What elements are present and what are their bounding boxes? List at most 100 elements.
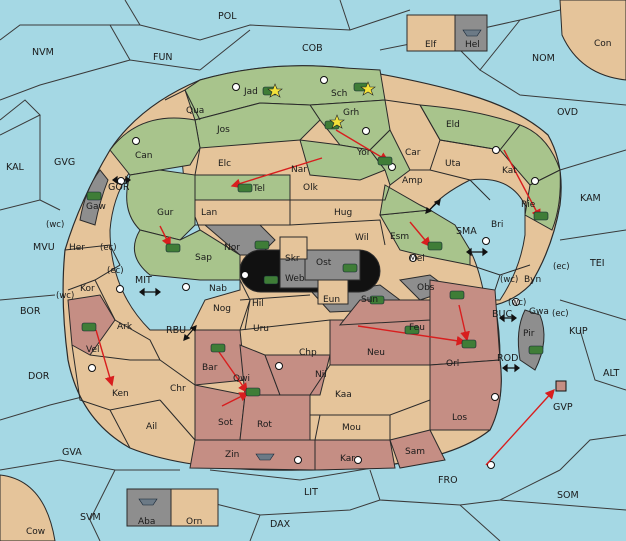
territory-sam[interactable]: [389, 429, 446, 469]
label-eld: Eld: [446, 120, 460, 130]
coast-connectors: [112, 175, 520, 373]
label-can: Can: [135, 151, 153, 161]
label-ovd: OVD: [557, 107, 578, 118]
label-orl: Orl: [446, 359, 459, 369]
label-hel: Hel: [465, 40, 480, 50]
label-ken: Ken: [112, 389, 129, 399]
label-nom: NOM: [532, 53, 555, 64]
label-nil: Nil: [315, 370, 327, 380]
label-uta: Uta: [445, 159, 461, 169]
label-car: Car: [405, 148, 421, 158]
move-arrows: [95, 129, 555, 466]
label-yor: Yor: [356, 148, 371, 158]
label-olk: Olk: [303, 183, 319, 193]
label-amp: Amp: [402, 176, 423, 186]
territory-rot[interactable]: [239, 394, 311, 441]
label-nab: Nab: [209, 284, 227, 294]
label-eun: Eun: [323, 295, 340, 305]
label-ark: Ark: [117, 322, 133, 332]
label-orn: Orn: [186, 517, 202, 527]
label-bor: BOR: [20, 306, 41, 317]
territory-skr[interactable]: [279, 236, 308, 260]
territory-orn[interactable]: [170, 488, 219, 527]
territory-los[interactable]: [429, 359, 502, 431]
territory-orl[interactable]: [429, 279, 501, 366]
label-gwa: Gwa: [529, 307, 549, 317]
label-gaw: Gaw: [86, 202, 106, 212]
ship-markers: [138, 29, 482, 506]
label-hug: Hug: [334, 208, 352, 218]
gvp-marker: [555, 380, 567, 392]
label-kat: Kat: [502, 166, 517, 176]
label-mvu: MVU: [33, 242, 55, 253]
label-nor: Nor: [224, 243, 240, 253]
label-sam: Sam: [405, 447, 425, 457]
label-gvg: GVG: [54, 157, 75, 168]
label-fro: FRO: [438, 475, 458, 486]
label-pol: POL: [218, 11, 237, 22]
land-boundaries: [64, 89, 531, 449]
label-cob: COB: [302, 43, 323, 54]
territory-eun[interactable]: [317, 279, 349, 305]
label-kar: Kar: [340, 454, 355, 464]
territory-sap[interactable]: [133, 229, 241, 281]
label-chr: Chr: [170, 384, 186, 394]
label-pir: Pir: [523, 329, 535, 339]
label-lit: LIT: [304, 487, 318, 498]
label-tei: TEI: [589, 258, 605, 269]
sea-labels: POL NVM FUN COB NOM OVD KAL GVG KAM TEI …: [6, 11, 619, 530]
unit-markers: [81, 82, 549, 397]
label-kup: KUP: [569, 326, 588, 337]
territory-zin[interactable]: [189, 439, 316, 471]
label-obs: Obs: [417, 283, 435, 293]
territory-elf[interactable]: [406, 14, 456, 52]
label-qwi: Qwi: [233, 374, 250, 384]
label-dax: DAX: [270, 519, 291, 530]
territory-pir[interactable]: [517, 309, 545, 371]
label-byn: Byn: [524, 275, 541, 285]
label-kaa: Kaa: [335, 390, 352, 400]
label-gur: Gur: [157, 208, 174, 218]
label-esm: Esm: [390, 232, 409, 242]
label-elc: Elc: [218, 159, 231, 169]
label-rod: ROD: [497, 353, 518, 364]
label-gvp: GVP: [553, 402, 573, 413]
label-zin: Zin: [225, 450, 239, 460]
label-bar: Bar: [202, 363, 218, 373]
label-her-ec: (ec): [100, 243, 117, 253]
label-jos: Jos: [216, 125, 230, 135]
label-kor-ec: (ec): [107, 266, 124, 276]
label-nvm: NVM: [32, 47, 54, 58]
label-svm: SVM: [80, 512, 101, 523]
label-feu: Feu: [409, 323, 425, 333]
territory-can[interactable]: [109, 117, 201, 176]
label-nar: Nar: [291, 165, 307, 175]
territory-sot[interactable]: [194, 384, 246, 441]
label-her-wc: (wc): [46, 220, 64, 230]
label-buc: BUC: [492, 309, 512, 320]
label-rot: Rot: [257, 420, 272, 430]
label-ost: Ost: [316, 258, 332, 268]
star-markers: [267, 81, 376, 129]
label-gva: GVA: [62, 447, 82, 458]
label-nog: Nog: [213, 304, 231, 314]
territory-kar[interactable]: [314, 439, 396, 471]
label-hil: Hil: [252, 299, 264, 309]
territory-labels: Con Elf Hel Jad Sch Qua Jos Grh Eld Can …: [26, 39, 612, 537]
label-kam: KAM: [580, 193, 601, 204]
label-uru: Uru: [253, 324, 269, 334]
label-kal: KAL: [6, 162, 25, 173]
label-mel: Mel: [409, 254, 425, 264]
label-gwa-ec: (ec): [552, 309, 569, 319]
label-sot: Sot: [218, 418, 233, 428]
label-ail: Ail: [146, 422, 157, 432]
label-jad: Jad: [243, 87, 258, 97]
label-byn-ec: (ec): [553, 262, 570, 272]
label-byn-wc: (wc): [500, 275, 518, 285]
label-vel: Vel: [86, 345, 100, 355]
label-rie: Rie: [521, 200, 536, 210]
label-gor: GOR: [108, 182, 130, 193]
label-kor-wc: (wc): [56, 291, 74, 301]
label-neu: Neu: [367, 348, 385, 358]
